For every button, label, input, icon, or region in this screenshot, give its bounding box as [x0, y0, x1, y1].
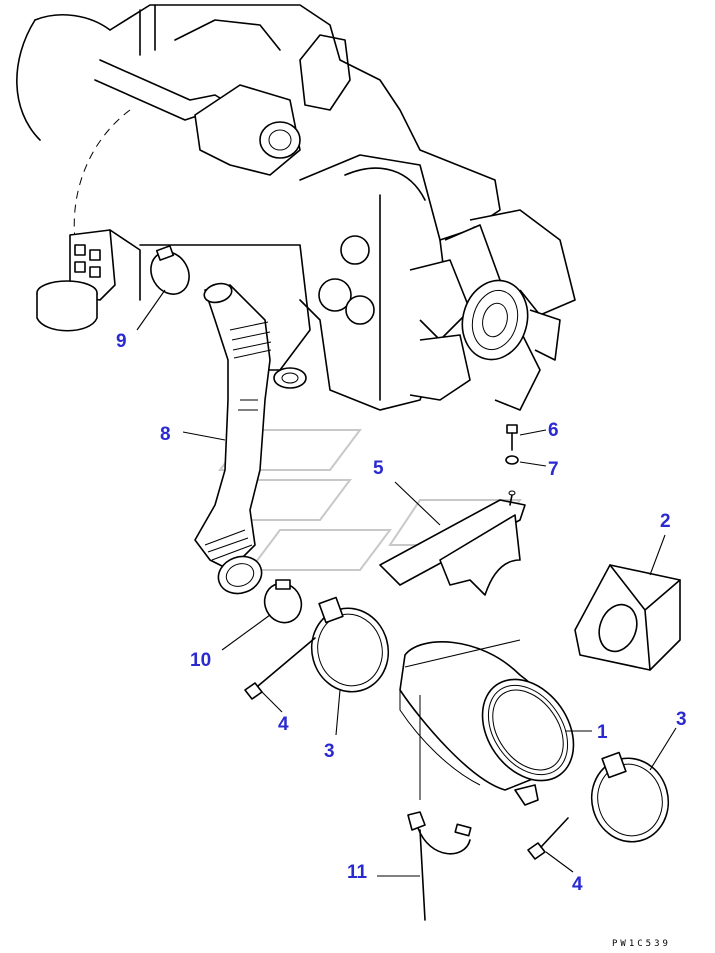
- part-5-bracket: [379, 490, 526, 596]
- leader-lines: [136, 289, 677, 877]
- callout-4-right: 4: [572, 874, 583, 895]
- part-7-washer: [505, 455, 519, 465]
- callout-5: 5: [373, 458, 384, 479]
- callout-3-right: 3: [676, 709, 687, 730]
- part-8-intake-hose: [194, 282, 272, 595]
- engine-block: [16, 4, 501, 411]
- part-4-bolt-right: [527, 817, 569, 860]
- drawing-code: PW1C539: [612, 939, 671, 949]
- cooling-fan: [409, 209, 576, 411]
- callout-10: 10: [190, 650, 211, 671]
- part-1-air-cleaner: [399, 641, 575, 806]
- part-10-hose-clamp: [263, 579, 303, 624]
- part-9-hose-clamp: [150, 245, 190, 295]
- callout-3-left: 3: [324, 741, 335, 762]
- part-11-dust-indicator: [407, 811, 472, 921]
- callout-9: 9: [116, 331, 127, 352]
- callout-7: 7: [548, 459, 559, 480]
- callout-11: 11: [347, 862, 368, 883]
- part-4-bolt-left: [244, 637, 316, 700]
- callout-2: 2: [660, 511, 671, 532]
- callout-numbers: 9 8 5 6 7 2 1 3 10 4 3 4 11: [116, 331, 687, 895]
- part-6-bolt: [506, 424, 518, 451]
- part-3-band-clamp-right: [590, 751, 670, 843]
- callout-8: 8: [160, 424, 171, 445]
- part-3-band-clamp-left: [310, 596, 390, 693]
- callout-1: 1: [597, 722, 608, 743]
- part-2-cushion-block: [574, 564, 681, 671]
- callout-6: 6: [548, 420, 559, 441]
- callout-4-left: 4: [278, 714, 289, 735]
